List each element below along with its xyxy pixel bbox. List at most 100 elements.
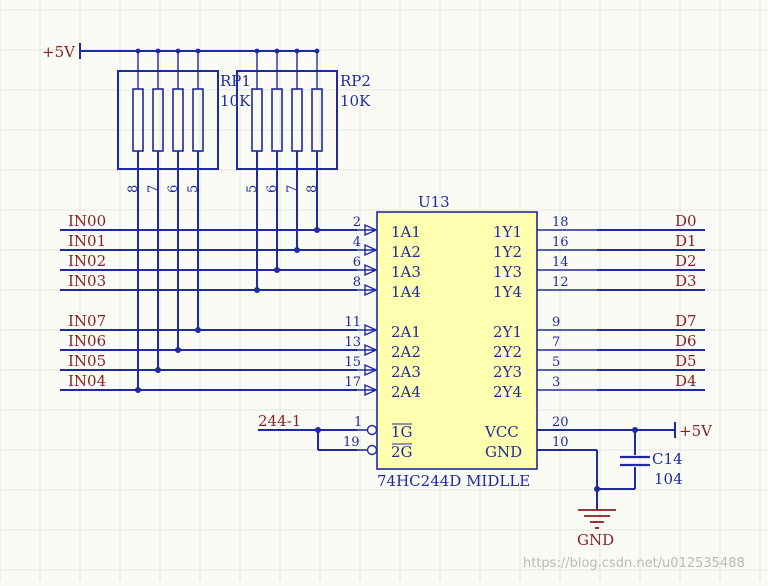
rp2-ref: RP2 — [340, 72, 371, 90]
enable-1g-num: 1 — [354, 415, 362, 430]
resistor-pin-number: 5 — [245, 185, 260, 193]
input-arrow — [364, 363, 378, 377]
ic-ref: U13 — [418, 193, 450, 211]
cap-value: 104 — [654, 470, 683, 488]
ic-pin-name: 2Y4 — [493, 383, 522, 401]
output-net-label: D0 — [675, 212, 697, 230]
resistor-element — [132, 88, 144, 152]
junction-dot — [254, 48, 260, 54]
output-net-label: D3 — [675, 272, 697, 290]
ic-pin-name: 1A1 — [391, 223, 421, 241]
resistor-element — [251, 88, 263, 152]
input-arrow — [364, 223, 378, 237]
ic-pin-number: 11 — [344, 315, 361, 330]
net-wires — [60, 223, 705, 397]
input-arrow — [364, 283, 378, 297]
ic-part: 74HC244D MIDLLE — [377, 472, 530, 490]
output-net-label: D6 — [675, 332, 697, 350]
ic-pin-name: 2A3 — [391, 363, 421, 381]
rp2-value: 10K — [340, 92, 371, 110]
ic-pin-number: 13 — [344, 335, 361, 350]
ic-pin-number: 9 — [552, 315, 560, 330]
output-net-label: D2 — [675, 252, 697, 270]
ic-pin-name: 2Y1 — [493, 323, 522, 341]
junction-dot — [314, 48, 320, 54]
ic-pin-number: 15 — [344, 355, 361, 370]
ic-pin-name: 1Y2 — [493, 243, 522, 261]
rp2-body — [236, 70, 338, 170]
ic-pin-number: 7 — [552, 335, 560, 350]
output-net-label: D7 — [675, 312, 697, 330]
input-arrow — [364, 343, 378, 357]
junction-dot — [155, 48, 161, 54]
junction-dot — [195, 48, 201, 54]
resistor-element — [291, 88, 303, 152]
junction-dot — [135, 48, 141, 54]
vcc-top-label: +5V — [42, 43, 76, 61]
input-net-label: IN01 — [68, 232, 106, 250]
ic-pin-number: 17 — [344, 375, 361, 390]
ic-body — [376, 211, 538, 470]
rp1-ref: RP1 — [220, 72, 251, 90]
input-net-label: IN05 — [68, 352, 106, 370]
ic-pin-name: 1Y3 — [493, 263, 522, 281]
vcc-pin-name: VCC — [484, 423, 519, 441]
vcc-pin-num: 20 — [552, 415, 569, 430]
ic-pin-number: 2 — [353, 215, 361, 230]
enable-2g-name: 2G — [391, 443, 413, 461]
enable-1g-bubble — [366, 424, 378, 436]
enable-wiring — [258, 423, 412, 456]
input-net-label: IN06 — [68, 332, 106, 350]
input-net-label: IN00 — [68, 212, 106, 230]
ic-pin-number: 8 — [353, 275, 361, 290]
resistor-pin-number: 7 — [146, 185, 161, 193]
vcc-right-label: +5V — [679, 422, 713, 440]
input-net-label: IN03 — [68, 272, 106, 290]
ic-pin-number: 4 — [353, 235, 361, 250]
input-net-label: IN07 — [68, 312, 106, 330]
resistor-element — [192, 88, 204, 152]
ic-pin-name: 1A4 — [391, 283, 421, 301]
gnd-pin-num: 10 — [552, 435, 569, 450]
ic-pin-name: 1A2 — [391, 243, 421, 261]
junction-dot — [175, 48, 181, 54]
rp1-body — [117, 70, 219, 170]
resistor-pin-number: 8 — [305, 185, 320, 193]
input-net-label: IN04 — [68, 372, 106, 390]
resistor-pin-number: 6 — [166, 185, 181, 193]
input-arrow — [364, 323, 378, 337]
output-net-label: D4 — [675, 372, 697, 390]
resistor-pin-number: 8 — [126, 185, 141, 193]
enable-net-label: 244-1 — [258, 412, 301, 430]
ic-pin-number: 12 — [552, 275, 569, 290]
wiring — [79, 43, 338, 170]
ic-pin-name: 1Y1 — [493, 223, 522, 241]
output-net-label: D1 — [675, 232, 697, 250]
cap-ref: C14 — [652, 450, 683, 468]
gnd-pin-name: GND — [485, 443, 522, 461]
ic-pin-name: 2A1 — [391, 323, 421, 341]
ic-pin-number: 5 — [552, 355, 560, 370]
input-arrow — [364, 243, 378, 257]
resistor-element — [152, 88, 164, 152]
junction-dot — [274, 48, 280, 54]
ic-pin-name: 2A2 — [391, 343, 421, 361]
ic-pin-name: 2Y3 — [493, 363, 522, 381]
resistor-pin-number: 5 — [186, 185, 201, 193]
ic-pin-number: 18 — [552, 215, 569, 230]
gnd-label: GND — [577, 531, 614, 549]
resistor-pin-number: 6 — [265, 185, 280, 193]
rp1-value: 10K — [220, 92, 251, 110]
input-arrow — [364, 263, 378, 277]
enable-2g-num: 19 — [343, 435, 360, 450]
ic-pin-number: 6 — [353, 255, 361, 270]
enable-1g-name: 1G — [391, 423, 413, 441]
ic-pin-name: 1A3 — [391, 263, 421, 281]
ic-pin-name: 2Y2 — [493, 343, 522, 361]
labels: +5V RP1 10K RP2 10K U13 74HC244D MIDLLE … — [42, 43, 745, 571]
ic-pin-name: 2A4 — [391, 383, 421, 401]
ground-symbol — [578, 509, 616, 529]
